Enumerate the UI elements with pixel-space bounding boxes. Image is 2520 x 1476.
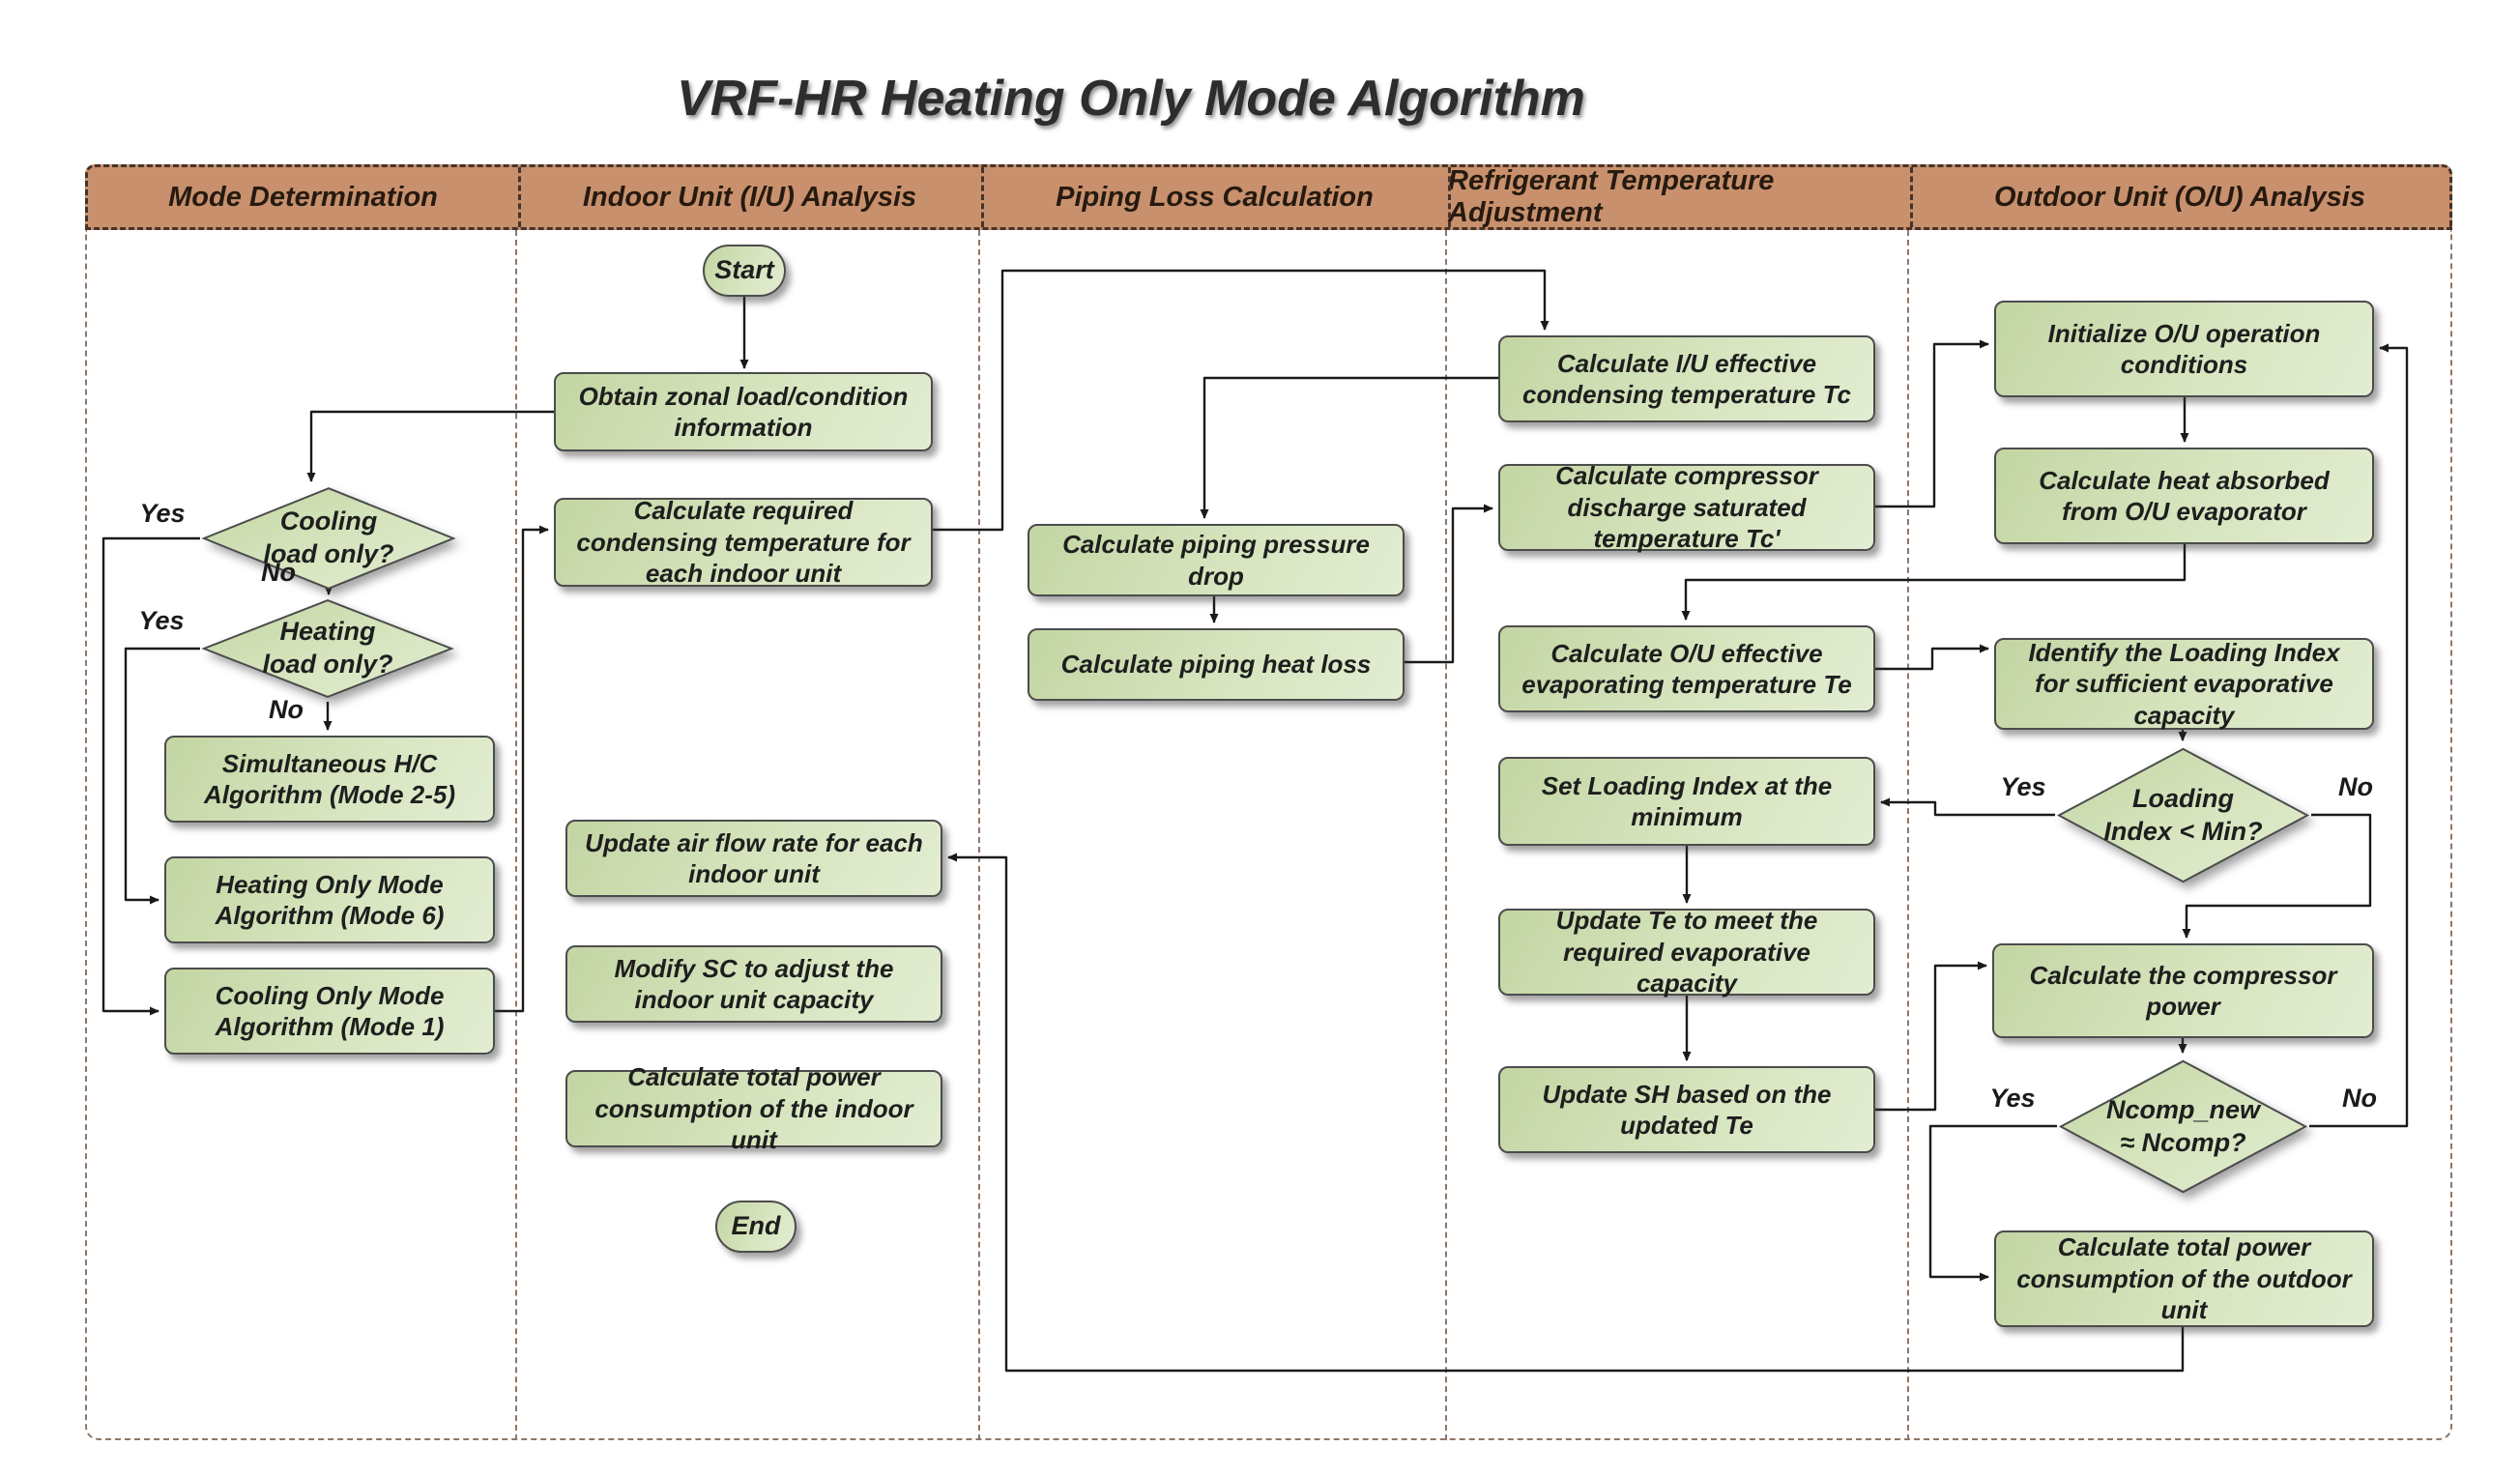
- connector-heatabsorbed-te: [1681, 544, 2187, 621]
- decision-label: Heating load only?: [262, 617, 393, 679]
- swimlane-body: [85, 230, 2452, 1440]
- process-iu-total-power: Calculate total power consumption of the…: [565, 1062, 942, 1154]
- connector-obtain-coolingq: [306, 410, 554, 482]
- header-divider: [518, 167, 521, 227]
- lane-divider: [978, 230, 980, 1440]
- lane-divider: [515, 230, 517, 1440]
- process-iu-condensing-tc: Calculate I/U effective condensing tempe…: [1498, 335, 1875, 422]
- connector-heatloss-tcprime: [1405, 504, 1493, 664]
- process-ou-evaporating-te: Calculate O/U effective evaporating temp…: [1498, 625, 1875, 712]
- process-set-loading-index-min: Set Loading Index at the minimum: [1498, 757, 1875, 846]
- swimlane-header: Mode Determination Indoor Unit (I/U) Ana…: [85, 164, 2452, 230]
- process-identify-loading-index: Identify the Loading Index for sufficien…: [1994, 638, 2374, 730]
- process-label: Cooling Only Mode Algorithm (Mode 1): [215, 980, 445, 1042]
- process-label: Calculate required condensing temperatur…: [576, 496, 911, 589]
- lane-header-refrigerant: Refrigerant Temperature Adjustment: [1448, 165, 1775, 228]
- process-label: Calculate piping pressure drop: [1062, 530, 1370, 591]
- lane-header-mode: Mode Determination: [168, 181, 438, 213]
- process-label: Calculate heat absorbed from O/U evapora…: [2039, 465, 2330, 527]
- terminator-label: Start: [714, 255, 774, 285]
- branch-label-ncomp-no: No: [2342, 1084, 2377, 1113]
- branch-label-cooling-yes: Yes: [139, 499, 186, 528]
- decision-loading-index-min: Loading Index < Min?: [2055, 746, 2311, 884]
- process-obtain-zonal-load: Obtain zonal load/condition information: [554, 372, 933, 451]
- lane-divider: [1907, 230, 1909, 1440]
- process-label: Calculate total power consumption of the…: [2016, 1232, 2352, 1325]
- process-calc-required-condensing-temp: Calculate required condensing temperatur…: [554, 496, 933, 589]
- connector-calcreq-tc: [933, 269, 1550, 532]
- process-compressor-power: Calculate the compressor power: [1992, 943, 2374, 1038]
- lane-divider: [1445, 230, 1447, 1440]
- process-update-sh: Update SH based on the updated Te: [1498, 1066, 1875, 1153]
- process-label: Calculate O/U effective evaporating temp…: [1521, 638, 1852, 700]
- process-cooling-only-mode: Cooling Only Mode Algorithm (Mode 1): [164, 968, 495, 1055]
- connector-oupower-airflow: [947, 853, 2185, 1373]
- process-label: Set Loading Index at the minimum: [1541, 770, 1833, 832]
- process-ou-total-power: Calculate total power consumption of the…: [1994, 1230, 2374, 1327]
- branch-label-loading-no: No: [2338, 772, 2373, 801]
- process-label: Simultaneous H/C Algorithm (Mode 2-5): [204, 748, 455, 810]
- process-label: Update Te to meet the required evaporati…: [1555, 906, 1818, 998]
- header-divider: [1910, 167, 1913, 227]
- process-modify-sc: Modify SC to adjust the indoor unit capa…: [565, 945, 942, 1023]
- decision-label: Loading Index < Min?: [2103, 783, 2263, 846]
- decision-ncomp-converged: Ncomp_new ≈ Ncomp?: [2057, 1058, 2309, 1195]
- process-piping-heat-loss: Calculate piping heat loss: [1028, 628, 1405, 701]
- decision-cooling-load-only: Cooling load only?: [200, 486, 457, 591]
- connector-tcprime-init: [1875, 339, 1989, 508]
- process-piping-pressure-drop: Calculate piping pressure drop: [1028, 524, 1405, 596]
- process-update-airflow: Update air flow rate for each indoor uni…: [565, 820, 942, 897]
- lane-header-outdoor: Outdoor Unit (O/U) Analysis: [1994, 181, 2365, 213]
- branch-label-loading-yes: Yes: [2000, 772, 2046, 801]
- connector-heatingq-yes: [124, 647, 200, 905]
- connector-updatesh-comppower: [1875, 961, 1987, 1112]
- process-label: Heating Only Mode Algorithm (Mode 6): [215, 869, 445, 931]
- branch-label-ncomp-yes: Yes: [1989, 1084, 2036, 1113]
- process-label: Calculate piping heat loss: [1060, 650, 1372, 680]
- connector-te-identify: [1875, 644, 1989, 671]
- header-divider: [1448, 167, 1451, 227]
- process-label: Calculate compressor discharge saturated…: [1555, 461, 1818, 554]
- connector-coolingonly-calcreq: [495, 525, 549, 1013]
- page-title: VRF-HR Heating Only Mode Algorithm: [677, 71, 1585, 127]
- process-label: Update SH based on the updated Te: [1542, 1079, 1832, 1141]
- process-heat-absorbed: Calculate heat absorbed from O/U evapora…: [1994, 448, 2374, 544]
- connector-ncompq-no: [2309, 343, 2409, 1128]
- process-compressor-discharge-tcprime: Calculate compressor discharge saturated…: [1498, 461, 1875, 553]
- decision-heating-load-only: Heating load only?: [200, 598, 455, 699]
- process-simultaneous-hc: Simultaneous H/C Algorithm (Mode 2-5): [164, 736, 495, 823]
- process-label: Obtain zonal load/condition information: [578, 381, 909, 443]
- process-heating-only-mode: Heating Only Mode Algorithm (Mode 6): [164, 856, 495, 943]
- branch-label-heating-yes: Yes: [138, 606, 185, 635]
- lane-header-indoor: Indoor Unit (I/U) Analysis: [582, 181, 917, 213]
- connector-loadingq-yes: [1880, 797, 2055, 817]
- process-init-ou-conditions: Initialize O/U operation conditions: [1994, 301, 2374, 397]
- process-label: Initialize O/U operation conditions: [2047, 318, 2321, 380]
- process-label: Calculate I/U effective condensing tempe…: [1522, 348, 1851, 410]
- process-label: Identify the Loading Index for sufficien…: [2028, 637, 2340, 730]
- connector-ncompq-yes: [1928, 1124, 2057, 1282]
- branch-label-cooling-no: No: [261, 558, 296, 587]
- decision-label: Ncomp_new ≈ Ncomp?: [2105, 1094, 2261, 1157]
- process-update-te: Update Te to meet the required evaporati…: [1498, 906, 1875, 998]
- process-label: Modify SC to adjust the indoor unit capa…: [614, 953, 894, 1015]
- branch-label-heating-no: No: [269, 695, 304, 724]
- process-label: Update air flow rate for each indoor uni…: [585, 827, 923, 889]
- terminator-end: End: [715, 1201, 797, 1253]
- terminator-label: End: [731, 1211, 781, 1241]
- decision-label: Cooling load only?: [263, 506, 394, 568]
- terminator-start: Start: [703, 245, 786, 297]
- lane-header-piping: Piping Loss Calculation: [1056, 181, 1374, 213]
- connector-tc-pressuredrop: [1200, 376, 1498, 519]
- process-label: Calculate the compressor power: [2029, 960, 2337, 1022]
- process-label: Calculate total power consumption of the…: [594, 1062, 913, 1155]
- connector-loadingq-no: [2182, 813, 2372, 939]
- connector-coolingq-yes: [101, 536, 200, 1016]
- header-divider: [981, 167, 984, 227]
